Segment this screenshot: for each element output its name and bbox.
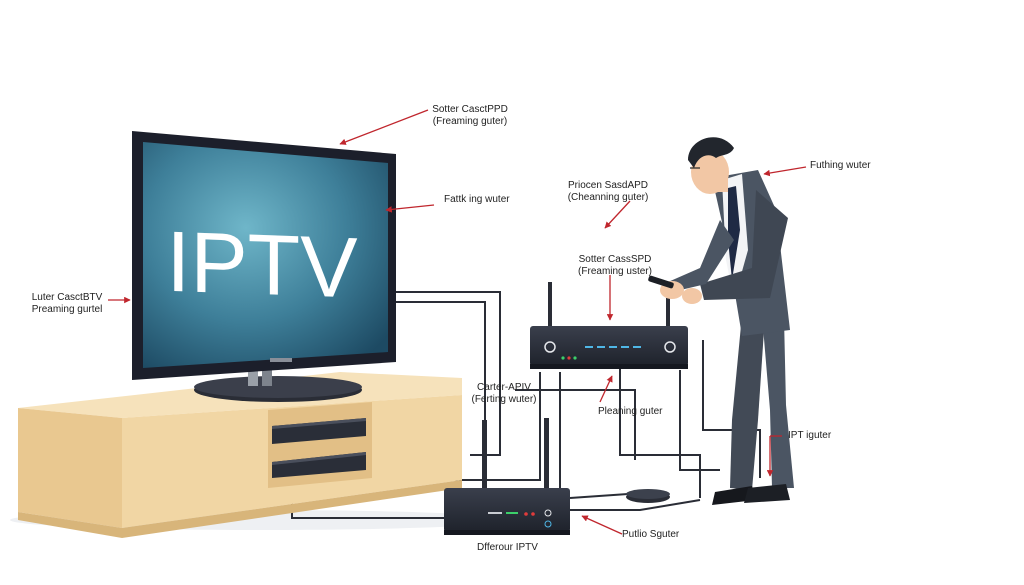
tv-screen-text: IPTV — [166, 214, 357, 317]
label-center-left: Carter-APIV (Ferting wuter) — [471, 382, 537, 405]
label-bottom-right: Putlio Sguter — [622, 529, 680, 540]
person — [648, 137, 794, 505]
label-top-center: Sotter CasctPPD (Freaming guter) — [432, 104, 508, 127]
annotation-arrows — [108, 109, 807, 535]
label-right-low: IPT iguter — [788, 430, 832, 441]
label-left: Luter CasctBTV Preaming gurtel — [31, 292, 103, 315]
label-router-below: Pleaning guter — [598, 406, 663, 417]
television — [132, 131, 396, 402]
label-person-right: Futhing wuter — [810, 160, 871, 171]
label-bottom-center: Dfferour IPTV — [477, 542, 538, 553]
puck-device — [626, 489, 670, 503]
label-tv-right: Fattk ing wuter — [444, 194, 510, 205]
router-lower — [444, 418, 570, 535]
router-upper — [530, 282, 688, 369]
label-middle-top: Priocen SasdAPD (Cheanning guter) — [567, 180, 649, 203]
cables — [291, 291, 761, 519]
label-middle-second: Sotter CassSPD (Freaming uster) — [578, 254, 652, 277]
